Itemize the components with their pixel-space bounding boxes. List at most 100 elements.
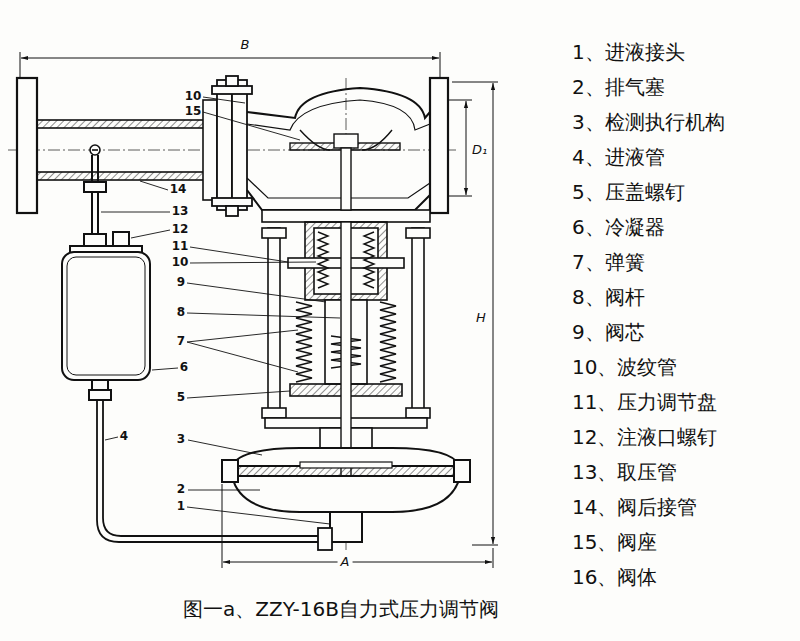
- bonnet: [406, 228, 430, 238]
- callout-number: 15: [185, 105, 202, 119]
- callout-number: 11: [172, 240, 189, 254]
- outlet-pipe: [17, 78, 217, 213]
- inlet-tube: [103, 400, 322, 536]
- callout-number: 13: [172, 205, 189, 219]
- parts-list-item: 4、进液管: [572, 146, 665, 169]
- callout-number: 12: [172, 223, 189, 237]
- outlet-pipe: [92, 149, 98, 151]
- outlet-pipe: [17, 78, 37, 213]
- bellows: [364, 232, 374, 288]
- dimension-line: [448, 100, 472, 101]
- parts-list-item: 12、注液口螺钉: [572, 426, 717, 449]
- spring: [296, 302, 312, 382]
- dimension-line: [448, 196, 472, 197]
- outlet-pipe: [90, 145, 100, 155]
- diaphragm-actuator: [222, 460, 238, 482]
- parts-list-item: 5、压盖螺钉: [572, 181, 685, 204]
- inlet-tube: [97, 400, 332, 550]
- leader-line: [188, 490, 260, 491]
- pipe-flange: [212, 76, 252, 216]
- condenser: [92, 380, 108, 390]
- dimension-label: D₁: [472, 143, 487, 158]
- callout-number: 6: [180, 361, 188, 375]
- condenser: [89, 390, 111, 400]
- leader-line: [187, 313, 340, 318]
- leader-line: [105, 437, 118, 440]
- diaphragm-actuator: [454, 460, 470, 482]
- inlet-tube: [97, 400, 322, 542]
- callout-number: 8: [177, 306, 185, 320]
- leader-line: [190, 262, 316, 263]
- valve-body: [247, 100, 430, 130]
- leader-line: [187, 330, 298, 372]
- parts-list-item: 10、波纹管: [572, 356, 677, 379]
- parts-list-item: 7、弹簧: [572, 251, 645, 274]
- callout-number: 3: [177, 433, 185, 447]
- dimension-line: [452, 82, 498, 83]
- parts-list-item: 8、阀杆: [572, 286, 645, 309]
- outlet-pipe: [37, 172, 217, 180]
- parts-list-item: 3、检测执行机构: [572, 111, 725, 134]
- dimension-line: [20, 52, 21, 78]
- dimension-line: [472, 545, 498, 546]
- parts-list-item: 16、阀体: [572, 566, 657, 589]
- diaphragm-actuator: [222, 448, 470, 542]
- bonnet: [406, 408, 430, 418]
- parts-list-item: 6、冷凝器: [572, 216, 665, 239]
- dimension-label: A: [338, 555, 353, 570]
- leader-line: [203, 97, 245, 103]
- callout-number: 5: [177, 391, 185, 405]
- outlet-pipe: [37, 120, 217, 128]
- leader-line: [152, 368, 178, 370]
- dimension-line: [440, 52, 441, 78]
- callout-number: 14: [170, 183, 187, 197]
- parts-list-item: 1、进液接头: [572, 41, 685, 64]
- valve-seat: [334, 134, 358, 148]
- leader-line: [203, 112, 300, 140]
- condenser: [91, 155, 93, 234]
- leader-line: [188, 440, 262, 455]
- bellows: [318, 232, 328, 288]
- bonnet: [262, 228, 286, 238]
- dimension-line: [21, 58, 439, 59]
- callout-number: 7: [177, 335, 185, 349]
- valve-body: [247, 78, 448, 213]
- condenser: [62, 155, 150, 400]
- valve-stem: [341, 148, 351, 210]
- leader-line: [101, 97, 340, 524]
- dimension-line: [222, 484, 223, 568]
- diaphragm-actuator: [330, 512, 362, 542]
- leader-line: [187, 507, 330, 524]
- dimension-line: [493, 548, 494, 568]
- valve-body: [247, 178, 430, 198]
- condenser: [84, 182, 106, 192]
- bonnet: [268, 228, 280, 418]
- bonnet: [262, 408, 286, 418]
- diaphragm-actuator: [300, 462, 392, 468]
- dimension-label: H: [476, 311, 486, 326]
- pipe-flange: [226, 206, 238, 216]
- parts-list-item: 13、取压管: [572, 461, 677, 484]
- leader-line: [187, 283, 326, 302]
- condenser: [84, 234, 106, 246]
- pipe-flange: [212, 86, 252, 94]
- bonnet: [262, 210, 430, 222]
- dimension-label: B: [241, 38, 250, 53]
- dimension-line: [223, 562, 492, 563]
- leader-line: [140, 181, 168, 190]
- pipe-flange: [232, 80, 247, 210]
- figure-caption: 图一a、ZZY-16B自力式压力调节阀: [183, 598, 499, 621]
- condenser: [97, 155, 99, 234]
- callout-number: 10: [172, 256, 189, 270]
- spring: [380, 302, 396, 382]
- condenser: [67, 257, 145, 375]
- parts-list-item: 14、阀后接管: [572, 496, 697, 519]
- inlet-tube: [318, 528, 332, 550]
- condenser: [62, 252, 150, 380]
- pipe-flange: [212, 198, 252, 206]
- parts-list-item: 11、压力调节盘: [572, 391, 717, 414]
- valve-body: [247, 190, 430, 210]
- callout-number: 4: [120, 430, 128, 444]
